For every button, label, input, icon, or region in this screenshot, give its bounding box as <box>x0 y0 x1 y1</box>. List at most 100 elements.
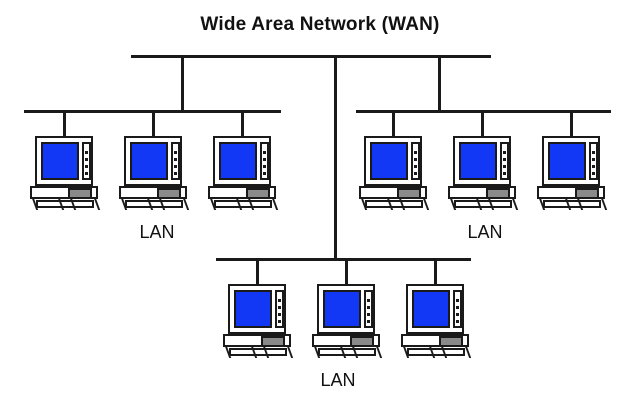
monitor-button-icon <box>367 313 370 316</box>
monitor-side-panel <box>82 142 91 180</box>
monitor-button-icon <box>263 151 266 154</box>
monitor-button-icon <box>456 320 459 323</box>
monitor-button-icon <box>456 313 459 316</box>
computer-node[interactable] <box>312 284 383 360</box>
monitor-button-icon <box>503 165 506 168</box>
desk-shelf <box>365 200 423 208</box>
monitor-side-panel <box>171 142 180 180</box>
cpu-unit <box>350 336 374 347</box>
monitor-button-icon <box>503 151 506 154</box>
monitor-screen <box>219 142 257 180</box>
monitor-button-icon <box>85 165 88 168</box>
monitor-bezel <box>35 136 93 186</box>
monitor-side-panel <box>275 290 284 328</box>
monitor-button-icon <box>367 299 370 302</box>
monitor-screen <box>130 142 168 180</box>
computer-node[interactable] <box>359 136 430 212</box>
cpu-unit <box>575 188 599 199</box>
monitor-button-icon <box>414 172 417 175</box>
monitor-side-panel <box>411 142 420 180</box>
monitor-button-icon <box>85 151 88 154</box>
computer-node[interactable] <box>208 136 279 212</box>
monitor-button-icon <box>414 165 417 168</box>
monitor-button-icon <box>174 165 177 168</box>
monitor-button-icon <box>85 172 88 175</box>
monitor-button-icon <box>414 151 417 154</box>
cpu-unit <box>261 336 285 347</box>
desk-shelf <box>543 200 601 208</box>
desk-shelf <box>36 200 94 208</box>
cpu-unit <box>246 188 270 199</box>
cpu-unit <box>486 188 510 199</box>
monitor-screen <box>459 142 497 180</box>
monitor-side-panel <box>260 142 269 180</box>
monitor-screen <box>323 290 361 328</box>
cpu-unit <box>397 188 421 199</box>
cpu-unit <box>157 188 181 199</box>
monitor-button-icon <box>278 306 281 309</box>
desk-leg <box>286 346 294 358</box>
monitor-button-icon <box>367 320 370 323</box>
monitor-button-icon <box>456 306 459 309</box>
monitor-button-icon <box>414 158 417 161</box>
monitor-button-icon <box>456 299 459 302</box>
wan-drop-center <box>334 55 337 260</box>
desk-leg <box>271 198 279 210</box>
monitor-bezel <box>406 284 464 334</box>
monitor-button-icon <box>263 165 266 168</box>
monitor-bezel <box>228 284 286 334</box>
monitor-screen <box>412 290 450 328</box>
monitor-button-icon <box>592 172 595 175</box>
monitor-screen <box>370 142 408 180</box>
monitor-button-icon <box>174 151 177 154</box>
desk-shelf <box>125 200 183 208</box>
desk-shelf <box>214 200 272 208</box>
monitor-screen <box>41 142 79 180</box>
monitor-bezel <box>542 136 600 186</box>
monitor-side-panel <box>453 290 462 328</box>
monitor-button-icon <box>367 306 370 309</box>
wan-backbone-line <box>131 55 491 58</box>
desk-leg <box>511 198 519 210</box>
desk-leg <box>422 198 430 210</box>
computer-node[interactable] <box>30 136 101 212</box>
computer-node[interactable] <box>401 284 472 360</box>
monitor-bezel <box>453 136 511 186</box>
monitor-button-icon <box>503 158 506 161</box>
monitor-side-panel <box>364 290 373 328</box>
computer-node[interactable] <box>119 136 190 212</box>
monitor-button-icon <box>592 165 595 168</box>
monitor-button-icon <box>278 320 281 323</box>
desk-leg <box>93 198 101 210</box>
monitor-bezel <box>213 136 271 186</box>
monitor-button-icon <box>174 158 177 161</box>
monitor-side-panel <box>589 142 598 180</box>
desk-shelf <box>454 200 512 208</box>
lan-bottom-bus <box>216 258 471 261</box>
desk-leg <box>375 346 383 358</box>
monitor-button-icon <box>278 299 281 302</box>
desk-leg <box>600 198 608 210</box>
wan-drop-left <box>181 55 184 112</box>
desk-shelf <box>407 348 465 356</box>
computer-node[interactable] <box>448 136 519 212</box>
computer-node[interactable] <box>223 284 294 360</box>
computer-node[interactable] <box>537 136 608 212</box>
monitor-bezel <box>124 136 182 186</box>
monitor-button-icon <box>503 172 506 175</box>
desk-shelf <box>229 348 287 356</box>
monitor-button-icon <box>278 313 281 316</box>
lan-left-drop-2 <box>152 110 155 137</box>
monitor-bezel <box>317 284 375 334</box>
monitor-side-panel <box>500 142 509 180</box>
cpu-unit <box>68 188 92 199</box>
lan-right-drop-3 <box>570 110 573 137</box>
monitor-screen <box>548 142 586 180</box>
lan-right-drop-2 <box>481 110 484 137</box>
lan-left-drop-3 <box>241 110 244 137</box>
cpu-unit <box>439 336 463 347</box>
monitor-button-icon <box>263 172 266 175</box>
monitor-bezel <box>364 136 422 186</box>
monitor-button-icon <box>592 158 595 161</box>
lan-bottom-drop-1 <box>256 258 259 285</box>
